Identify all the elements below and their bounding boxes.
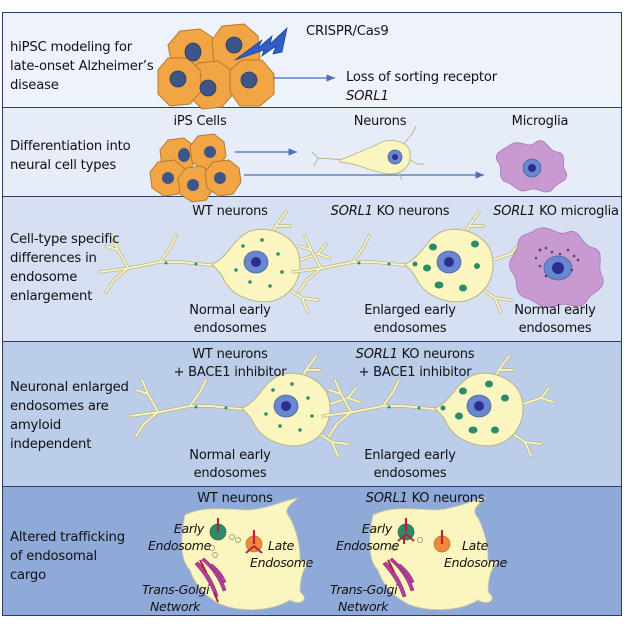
label-line: Early xyxy=(173,521,204,536)
label-line: Differentiation into xyxy=(10,139,131,154)
label-line: amyloid xyxy=(10,418,62,433)
label-line: Neuronal enlarged xyxy=(10,380,129,395)
label-line: Loss of sorting receptor xyxy=(346,70,497,85)
wt-bace1-caption: Normal early endosomes xyxy=(175,447,285,483)
label-line: late-onset Alzheimer’s xyxy=(10,59,154,74)
ko-golgi-label-2: Network xyxy=(338,599,389,614)
title-text: KO neurons xyxy=(407,491,485,506)
gene-name: SORL1 xyxy=(493,204,536,219)
caption-line: Normal early xyxy=(189,448,271,463)
ko-late-endosome-label: Late xyxy=(462,538,489,553)
panel2-label: Differentiation into neural cell types xyxy=(10,137,131,175)
sorl1-loss-label: Loss of sorting receptor SORL1 xyxy=(346,68,497,106)
ko-early-endosome-label-2: Endosome xyxy=(336,538,400,553)
wt-neurons-title: WT neurons xyxy=(175,203,285,221)
gene-name: SORL1 xyxy=(355,347,398,362)
label-line: Cell-type specific xyxy=(10,232,120,247)
panel3-label: Cell-type specific differences in endoso… xyxy=(10,230,119,306)
panel-trafficking xyxy=(2,486,622,616)
ipsc-title: iPS Cells xyxy=(173,114,227,129)
ko-microglia-title: SORL1 KO microglia xyxy=(490,203,622,221)
label-line: neural cell types xyxy=(10,158,117,173)
caption-line: endosomes xyxy=(518,321,592,336)
ko-bace1-title: SORL1 KO neurons + BACE1 inhibitor xyxy=(340,346,490,382)
caption-line: Normal early xyxy=(189,303,271,318)
wt-bace1-title: WT neurons + BACE1 inhibitor xyxy=(160,346,300,382)
label-line: independent xyxy=(10,437,92,452)
wt-late-endosome-label-2: Endosome xyxy=(250,555,314,570)
wt-early-endosome-label-2: Endosome xyxy=(148,538,212,553)
gene-name: SORL1 xyxy=(346,89,389,104)
wt-golgi-label: Trans-Golgi xyxy=(142,582,210,597)
gene-name: SORL1 xyxy=(365,491,408,506)
gene-name: SORL1 xyxy=(330,204,373,219)
label-line: hiPSC modeling for xyxy=(10,40,132,55)
ko-early-endosome-label: Early xyxy=(352,520,392,537)
panel-hipsc-modeling xyxy=(2,12,622,108)
label-line: cargo xyxy=(10,568,46,583)
ko-golgi-label: Trans-Golgi xyxy=(330,582,398,597)
label-line: differences in xyxy=(10,251,97,266)
title-text: KO neurons xyxy=(397,347,475,362)
label-line: Early xyxy=(361,521,392,536)
crispr-label: CRISPR/Cas9 xyxy=(306,24,389,39)
title-text: WT neurons xyxy=(192,347,268,362)
panel5-label: Altered trafficking of endosomal cargo xyxy=(10,528,125,585)
title-text: KO neurons xyxy=(372,204,450,219)
caption-line: endosomes xyxy=(193,321,267,336)
caption-line: endosomes xyxy=(193,466,267,481)
label-line: of endosomal xyxy=(10,549,97,564)
neurons-title: Neurons xyxy=(353,114,407,129)
subtitle-text: + BACE1 inhibitor xyxy=(358,365,472,380)
ko-bace1-caption: Enlarged early endosomes xyxy=(355,447,465,483)
label-line: endosomes are xyxy=(10,399,109,414)
wt-late-endosome-label: Late xyxy=(268,538,295,553)
caption-line: Normal early xyxy=(514,303,596,318)
ko-neurons-title: SORL1 KO neurons xyxy=(325,203,455,221)
title-text: WT neurons xyxy=(192,204,268,219)
wt-trafficking-title: WT neurons xyxy=(197,491,273,506)
panel1-label: hiPSC modeling for late-onset Alzheimer’… xyxy=(10,38,154,95)
title-text: KO microglia xyxy=(535,204,619,219)
ko-neuron-caption: Enlarged early endosomes xyxy=(355,302,465,338)
caption-line: Enlarged early xyxy=(364,448,456,463)
panel4-label: Neuronal enlarged endosomes are amyloid … xyxy=(10,378,129,454)
label-line: Altered trafficking xyxy=(10,530,125,545)
microglia-title: Microglia xyxy=(511,114,569,129)
ko-late-endosome-label-2: Endosome xyxy=(444,555,508,570)
ko-microglia-caption: Normal early endosomes xyxy=(505,302,605,338)
label-line: endosome xyxy=(10,270,78,285)
caption-line: Enlarged early xyxy=(364,303,456,318)
caption-line: endosomes xyxy=(373,466,447,481)
wt-golgi-label-2: Network xyxy=(150,599,201,614)
wt-early-endosome-label: Early xyxy=(164,520,204,537)
ko-trafficking-title: SORL1 KO neurons xyxy=(355,490,495,508)
caption-line: endosomes xyxy=(373,321,447,336)
subtitle-text: + BACE1 inhibitor xyxy=(173,365,287,380)
wt-caption: Normal early endosomes xyxy=(175,302,285,338)
label-line: disease xyxy=(10,78,59,93)
label-line: enlargement xyxy=(10,289,93,304)
